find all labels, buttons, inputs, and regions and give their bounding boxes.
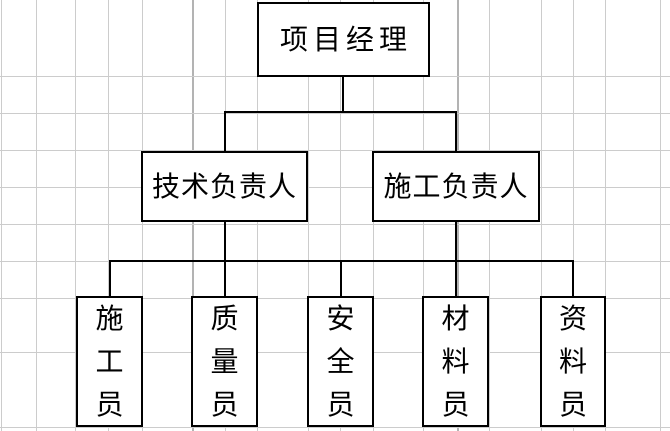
node-construction-lead: 施工负责人 (372, 151, 540, 222)
grid-line-vertical (660, 0, 661, 431)
connector-drop-constructor (109, 260, 111, 297)
connector-level1-rail (224, 111, 457, 113)
grid-line-horizontal (0, 150, 670, 151)
connector-drop-technical-top (224, 111, 226, 152)
grid-line-vertical (36, 0, 37, 431)
grid-line-horizontal (0, 224, 670, 225)
grid-line-vertical (605, 0, 606, 431)
node-safety-officer: 安全员 (307, 296, 374, 427)
grid-line-horizontal (0, 113, 670, 114)
node-technical-lead-label: 技术负责人 (151, 169, 297, 203)
node-quality-officer: 质量员 (191, 296, 258, 427)
grid-line-horizontal (0, 427, 670, 428)
node-technical-lead: 技术负责人 (141, 151, 308, 222)
node-quality-officer-label: 质量员 (210, 302, 239, 421)
grid-line-vertical (340, 0, 341, 431)
grid-line-vertical (308, 0, 309, 431)
grid-line-vertical (75, 0, 76, 431)
node-constructor: 施工员 (76, 296, 143, 427)
node-material-officer-label: 材料员 (441, 302, 470, 421)
node-safety-officer-label: 安全员 (326, 302, 355, 421)
connector-drop-construction-top (455, 111, 457, 152)
connector-drop-documents (572, 260, 574, 297)
node-document-officer-label: 资料员 (558, 302, 587, 421)
node-constructor-label: 施工员 (95, 302, 124, 421)
connector-technical-stem (224, 220, 226, 297)
grid-line-vertical (108, 0, 109, 431)
grid-line-vertical (1, 0, 2, 431)
grid-line-vertical (573, 0, 574, 431)
node-document-officer: 资料员 (540, 296, 606, 427)
node-project-manager-label: 项目经理 (279, 22, 412, 56)
connector-construction-stem (455, 220, 457, 297)
node-project-manager: 项目经理 (257, 2, 430, 77)
grid-line-horizontal (0, 187, 670, 188)
connector-drop-safety (340, 260, 342, 297)
connector-root-stem (342, 76, 344, 112)
node-material-officer: 材料员 (422, 296, 489, 427)
grid-line-vertical (541, 0, 542, 431)
node-construction-lead-label: 施工负责人 (383, 169, 529, 203)
